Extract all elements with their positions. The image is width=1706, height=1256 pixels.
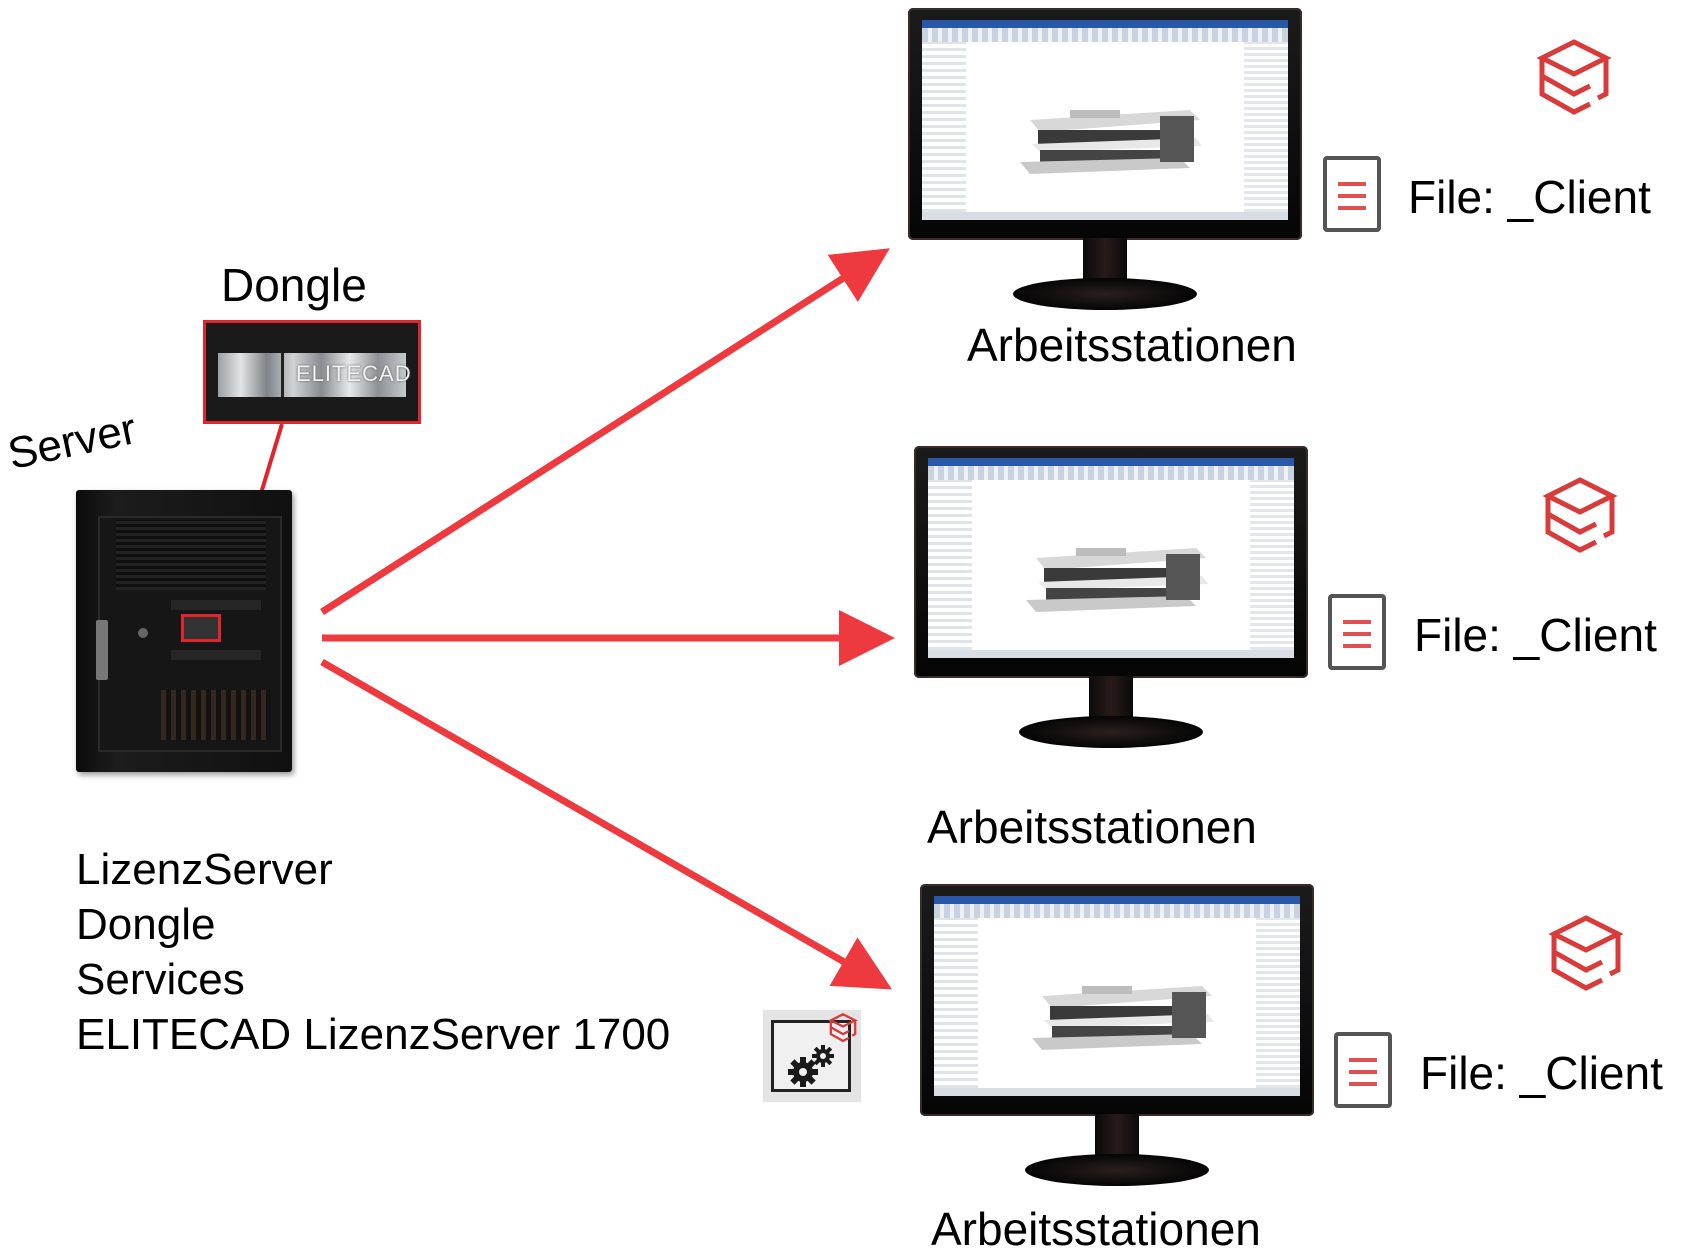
app-left-panel bbox=[922, 42, 966, 212]
document-icon bbox=[1328, 594, 1386, 670]
server-rack-image bbox=[76, 490, 292, 772]
app-statusbar bbox=[934, 1088, 1300, 1096]
app-toolbar bbox=[922, 28, 1288, 42]
workstation-monitor-3 bbox=[920, 884, 1314, 1192]
gears-icon bbox=[788, 1045, 834, 1087]
workstation-monitor-1 bbox=[908, 8, 1302, 316]
app-right-panel bbox=[1256, 918, 1300, 1088]
dongle-metal bbox=[218, 353, 406, 397]
arrow-to-workstation-3 bbox=[320, 658, 893, 990]
app-titlebar bbox=[928, 458, 1294, 466]
monitor-base bbox=[1019, 716, 1203, 748]
app-right-panel bbox=[1250, 480, 1294, 650]
workstation-label-3: Arbeitsstationen bbox=[931, 1203, 1261, 1255]
document-icon bbox=[1323, 156, 1381, 232]
app-statusbar bbox=[928, 650, 1294, 658]
monitor-base bbox=[1025, 1154, 1209, 1186]
file-label-3: File: _Client bbox=[1420, 1047, 1663, 1099]
rack-vent bbox=[116, 520, 266, 590]
elitecad-logo-icon bbox=[1548, 915, 1624, 991]
rack-slot bbox=[171, 650, 261, 660]
app-toolbar bbox=[928, 466, 1294, 480]
detail-dongle: Dongle bbox=[76, 900, 216, 949]
app-right-panel bbox=[1244, 42, 1288, 212]
elitecad-logo-icon bbox=[1542, 477, 1618, 553]
app-left-panel bbox=[934, 918, 978, 1088]
server-details: LizenzServer Dongle Services ELITECAD Li… bbox=[76, 842, 670, 1062]
document-icon bbox=[1334, 1032, 1392, 1108]
detail-services: Services bbox=[76, 955, 245, 1004]
dongle-split bbox=[281, 353, 284, 397]
building-render bbox=[1020, 110, 1202, 174]
rack-knob bbox=[138, 628, 148, 638]
building-render bbox=[1032, 986, 1214, 1050]
workstation-monitor-2 bbox=[914, 446, 1308, 754]
app-toolbar bbox=[934, 904, 1300, 918]
dongle-brand-logo: ELITECAD bbox=[296, 361, 412, 386]
detail-lizenzserver: LizenzServer bbox=[76, 845, 333, 894]
monitor-screen bbox=[922, 20, 1288, 220]
rack-slot bbox=[171, 600, 261, 610]
file-label-2: File: _Client bbox=[1414, 609, 1657, 661]
dongle-label: Dongle bbox=[221, 259, 367, 311]
dongle-image: ELITECAD bbox=[203, 320, 421, 424]
app-titlebar bbox=[922, 20, 1288, 28]
monitor-screen bbox=[934, 896, 1300, 1096]
workstation-label-2: Arbeitsstationen bbox=[927, 801, 1257, 853]
rack-ports bbox=[161, 690, 271, 740]
elitecad-logo-icon bbox=[1536, 39, 1612, 115]
file-label-1: File: _Client bbox=[1408, 171, 1651, 223]
building-render bbox=[1026, 548, 1208, 612]
elitecad-mini-logo-icon bbox=[828, 1013, 858, 1043]
monitor-screen bbox=[928, 458, 1294, 658]
app-titlebar bbox=[934, 896, 1300, 904]
arrow-to-workstation-1 bbox=[320, 248, 890, 615]
monitor-base bbox=[1013, 278, 1197, 310]
app-statusbar bbox=[922, 212, 1288, 220]
detail-elitecad-lizenzserver: ELITECAD LizenzServer 1700 bbox=[76, 1010, 671, 1059]
gears-service-icon bbox=[763, 1010, 861, 1102]
workstation-label-1: Arbeitsstationen bbox=[967, 319, 1297, 371]
rack-handle bbox=[96, 620, 108, 680]
rack-dongle-highlight bbox=[181, 614, 221, 642]
app-left-panel bbox=[928, 480, 972, 650]
